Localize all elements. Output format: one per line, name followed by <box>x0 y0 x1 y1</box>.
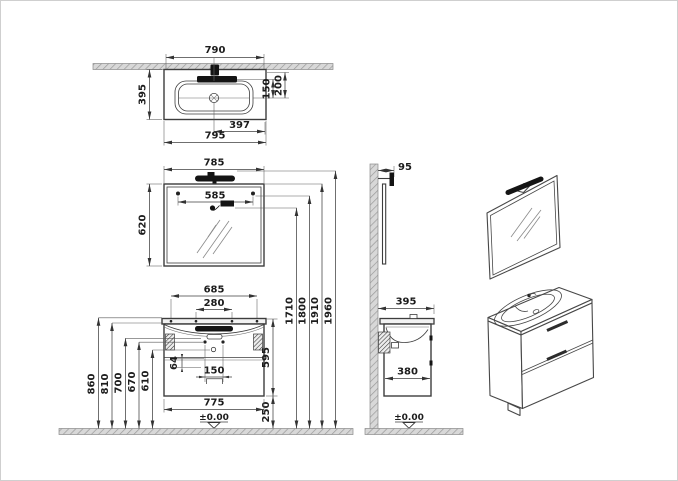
cabinet-left-side-3d <box>487 320 524 410</box>
cabinet-front-view: 685 280 64 <box>58 171 354 435</box>
drain-icon <box>208 93 219 104</box>
dim-height-1800: 1800 <box>298 297 309 325</box>
floor-section-front <box>58 428 354 435</box>
mirror-3d <box>486 174 561 280</box>
drawer-handle-lower-3d <box>546 349 568 361</box>
light-bar-3d <box>505 176 544 195</box>
faucet-tap-icon <box>210 64 219 76</box>
height-dims-left: 860 810 700 670 610 <box>87 317 210 429</box>
dim-front-64: 64 <box>169 356 180 370</box>
handle-tick-upper <box>429 335 433 341</box>
countertop-side <box>379 317 435 325</box>
dim-top-width-795: 795 <box>205 131 226 142</box>
datum-side: ±0.00 <box>394 413 424 429</box>
mirror-side <box>381 183 387 265</box>
drain-hole-front <box>210 346 217 353</box>
cabinet-foot-3d <box>507 402 521 417</box>
mirror-front-view: 785 585 620 <box>138 158 336 267</box>
dim-front-250: 250 <box>261 402 272 423</box>
mirror-glass-hatch <box>196 219 233 259</box>
dim-side-380: 380 <box>397 367 418 378</box>
dim-height-810: 810 <box>100 374 111 395</box>
light-fixture-icon <box>195 172 235 185</box>
dim-height-700: 700 <box>114 373 125 394</box>
washbasin-top-view: 790 395 150 200 397 795 <box>92 45 334 146</box>
dim-top-150: 150 <box>262 79 273 100</box>
fixing-hole-left <box>203 340 207 344</box>
floor-section-side <box>364 428 464 435</box>
datum-side-label: ±0.00 <box>394 413 424 423</box>
mount-hole-right <box>251 191 255 196</box>
dim-height-1910: 1910 <box>310 297 321 325</box>
dim-top-width-790: 790 <box>205 45 226 56</box>
light-head-side <box>389 172 394 186</box>
fixing-hole-right <box>221 340 225 344</box>
faucet-front-icon <box>195 326 233 332</box>
cabinet-side <box>383 323 432 397</box>
siphon-cutout <box>206 378 223 384</box>
height-dims-right: 1710 1800 1910 1960 <box>285 171 338 429</box>
drawer-handle-upper-3d <box>546 320 569 332</box>
datum-front: ±0.00 <box>199 413 229 429</box>
tap-side <box>409 314 418 319</box>
wall-section-side <box>369 163 379 435</box>
dim-height-1960: 1960 <box>324 297 335 325</box>
drain-side <box>391 342 399 349</box>
overflow-slot <box>206 334 223 340</box>
dim-front-775: 775 <box>204 398 225 409</box>
basin-apron-curve <box>163 324 265 335</box>
dim-mirror-785: 785 <box>204 158 225 169</box>
dim-height-610: 610 <box>141 371 152 392</box>
faucet-deck-icon <box>197 76 237 83</box>
mount-hole-left <box>176 191 180 196</box>
handle-tick-lower <box>429 360 433 366</box>
dim-side-395: 395 <box>396 297 417 308</box>
side-section-view: 95 395 380 ±0.00 <box>364 162 464 435</box>
dim-side-95: 95 <box>398 162 412 173</box>
dim-height-860: 860 <box>87 374 98 395</box>
datum-front-label: ±0.00 <box>199 413 229 423</box>
perspective-view <box>486 174 595 417</box>
dim-front-595: 595 <box>261 347 272 368</box>
socket-icon <box>209 200 234 211</box>
dim-front-150: 150 <box>204 366 225 377</box>
drain-3d <box>532 309 540 314</box>
dim-height-1710: 1710 <box>285 297 296 325</box>
dim-front-280: 280 <box>204 298 225 309</box>
basin-3d <box>494 289 562 327</box>
dim-height-670: 670 <box>127 372 138 393</box>
waste-connection-box <box>378 331 391 354</box>
countertop-front <box>161 317 267 325</box>
dim-top-200: 200 <box>274 75 285 96</box>
dim-mirror-620: 620 <box>138 215 149 236</box>
dim-top-depth-395: 395 <box>138 84 149 105</box>
dim-mirror-585: 585 <box>205 191 226 202</box>
mount-bracket-right <box>253 333 263 351</box>
dim-front-685: 685 <box>204 285 225 296</box>
dim-top-397: 397 <box>229 120 250 131</box>
